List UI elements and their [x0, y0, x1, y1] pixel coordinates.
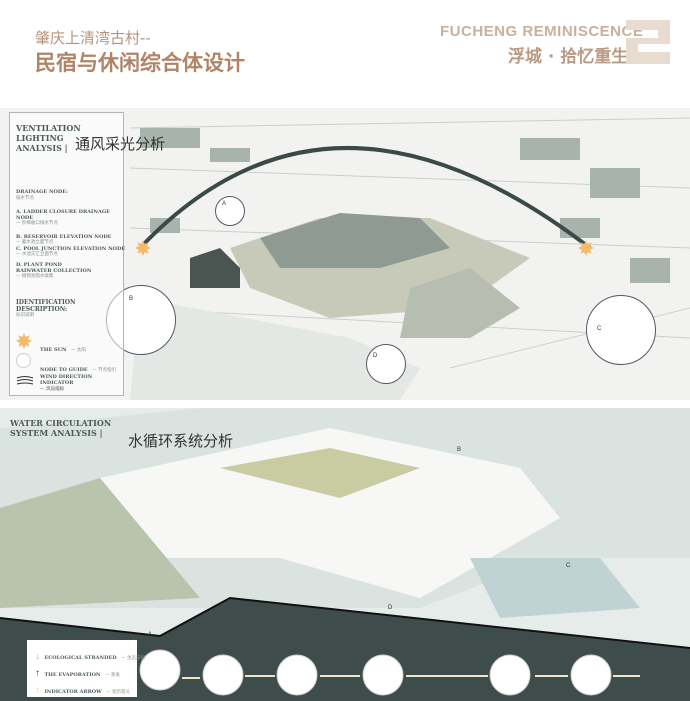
- brand-title-en: FUCHENG REMINISCENCE: [440, 23, 644, 40]
- water-node-a[interactable]: A: [148, 632, 153, 638]
- legend-wind: WIND DIRECTION INDICATOR— 风向指标: [40, 374, 93, 392]
- water-axonometric: [0, 408, 690, 701]
- node-circle-icon: [16, 353, 31, 368]
- sun-icon: [16, 333, 32, 349]
- drainage-item: C. POOL JUNCTION ELEVATION NODE: [16, 246, 126, 252]
- drainage-item-cn: — 植物池雨水收集: [16, 274, 54, 279]
- water-node-c[interactable]: C: [566, 563, 571, 569]
- sun-icon: [578, 240, 594, 256]
- legend-indicator: ↑ INDICATOR ARROW — 指示箭头: [35, 685, 131, 696]
- drainage-heading: DRAINAGE NODE:: [16, 189, 68, 195]
- project-title: 民宿与休闲综合体设计: [35, 51, 245, 75]
- identification-heading-cn: 标识说明: [16, 313, 34, 318]
- section-title-cn: 通风采光分析: [75, 135, 166, 153]
- node-c-circle[interactable]: C: [586, 295, 656, 365]
- legend-ecological: ↓ ECOLOGICAL STRANDED — 生态滞留: [35, 651, 146, 662]
- node-label: B: [129, 296, 134, 302]
- drainage-list: A. LADDER CLOSURE DRAINAGE NODE — 阶梯收口排水…: [16, 209, 126, 280]
- brand-title-cn: 浮城 · 拾忆重生: [508, 47, 629, 67]
- sun-icon: [135, 240, 151, 256]
- water-node-b[interactable]: B: [457, 447, 462, 453]
- drainage-item-cn: — 水池交汇立面节点: [16, 252, 58, 257]
- node-a-circle[interactable]: A: [215, 196, 245, 226]
- node-label: D: [373, 353, 378, 359]
- legend-evaporation: ↑ THE EVAPORATION — 蒸发: [35, 668, 120, 679]
- node-label: C: [597, 326, 602, 332]
- wind-icon: [16, 376, 34, 385]
- site-axonometric: [129, 117, 690, 400]
- water-title-cn: 水循环系统分析: [128, 432, 234, 450]
- project-subtitle: 肇庆上清湾古村--: [35, 29, 151, 47]
- legend-node: NODE TO GUIDE — 节点指引: [40, 367, 117, 373]
- water-node-d[interactable]: D: [388, 605, 393, 611]
- drainage-heading-cn: 排水节点: [16, 196, 34, 201]
- identification-heading: IDENTIFICATION DESCRIPTION:: [16, 299, 76, 313]
- node-label: A: [222, 201, 227, 207]
- drainage-item-cn: — 蓄水池立面节点: [16, 240, 54, 245]
- legend-sun: THE SUN — 太阳: [40, 347, 86, 353]
- drainage-item: A. LADDER CLOSURE DRAINAGE NODE: [16, 209, 110, 221]
- sheet-number-logo: [626, 20, 670, 64]
- drainage-item-cn: — 阶梯收口排水节点: [16, 221, 58, 226]
- drainage-item: D. PLANT POND RAINWATER COLLECTION: [16, 262, 92, 274]
- drainage-item: B. RESERVOIR ELEVATION NODE: [16, 234, 112, 240]
- water-legend: ↓ ECOLOGICAL STRANDED — 生态滞留 ↑ THE EVAPO…: [27, 640, 145, 697]
- node-d-circle[interactable]: D: [366, 344, 406, 384]
